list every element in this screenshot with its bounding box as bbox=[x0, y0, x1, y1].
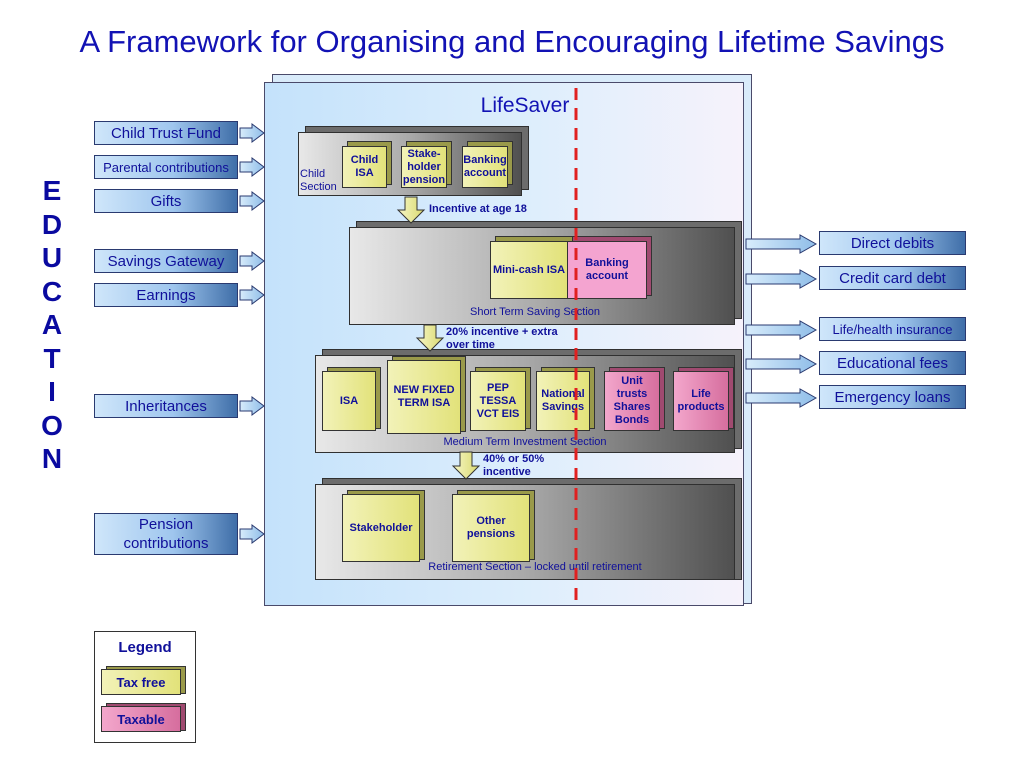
education-letter: A bbox=[41, 309, 63, 340]
arrow-right-icon bbox=[239, 123, 265, 143]
page-title: A Framework for Organising and Encouragi… bbox=[79, 24, 945, 59]
input-parental-contributions: Parental contributions bbox=[94, 155, 238, 179]
arrow-down-icon bbox=[415, 324, 445, 352]
output-emergency-loans: Emergency loans bbox=[819, 385, 966, 409]
product-other-pensions: Other pensions bbox=[452, 494, 530, 562]
output-direct-debits: Direct debits bbox=[819, 231, 966, 255]
product-stakeholder-pension: Stake-holder pension bbox=[401, 146, 447, 188]
input-child-trust-fund: Child Trust Fund bbox=[94, 121, 238, 145]
arrow-right-icon bbox=[239, 191, 265, 211]
product-isa: ISA bbox=[322, 371, 376, 431]
child-section-label: Child Section bbox=[300, 168, 337, 193]
product-banking-account-taxable: Banking account bbox=[567, 241, 647, 299]
medium-term-section-label: Medium Term Investment Section bbox=[443, 436, 607, 448]
arrow-right-icon bbox=[745, 320, 818, 340]
education-label: E D U C A T I O N bbox=[32, 174, 72, 476]
education-letter: T bbox=[43, 342, 61, 374]
arrow-right-icon bbox=[239, 396, 265, 416]
incentive-20-percent: 20% incentive + extra over time bbox=[446, 326, 558, 351]
education-letter: E bbox=[42, 175, 62, 206]
lifesaver-title: LifeSaver bbox=[480, 94, 570, 117]
education-letter: D bbox=[41, 208, 63, 240]
arrow-right-icon bbox=[745, 269, 818, 289]
input-savings-gateway: Savings Gateway bbox=[94, 249, 238, 273]
output-arrows bbox=[745, 234, 818, 408]
output-life-health-insurance: Life/health insurance bbox=[819, 317, 966, 341]
education-letter: U bbox=[41, 242, 63, 273]
product-child-isa: Child ISA bbox=[342, 146, 387, 188]
incentive-age-18: Incentive at age 18 bbox=[429, 203, 527, 215]
short-term-section-label: Short Term Saving Section bbox=[469, 306, 601, 318]
legend-title: Legend bbox=[118, 639, 172, 656]
product-pep-tessa-vct-eis: PEP TESSA VCT EIS bbox=[470, 371, 526, 431]
arrow-down-icon bbox=[451, 451, 481, 480]
output-credit-card-debt: Credit card debt bbox=[819, 266, 966, 290]
arrow-right-icon bbox=[745, 234, 818, 254]
arrow-right-icon bbox=[239, 251, 265, 271]
product-child-banking-account: Banking account bbox=[462, 146, 508, 188]
input-arrows bbox=[239, 123, 265, 544]
product-new-fixed-term-isa: NEW FIXED TERM ISA bbox=[387, 360, 461, 434]
arrow-right-icon bbox=[745, 354, 818, 374]
incentive-40-50-percent: 40% or 50% incentive bbox=[483, 453, 545, 478]
arrow-right-icon bbox=[239, 157, 265, 177]
education-letter: N bbox=[41, 443, 63, 474]
education-letter: O bbox=[41, 409, 63, 441]
input-pension-contributions: Pension contributions bbox=[94, 513, 238, 555]
product-mini-cash-isa: Mini-cash ISA bbox=[490, 241, 568, 299]
product-unit-trusts-shares-bonds: Unit trusts Shares Bonds bbox=[604, 371, 660, 431]
product-life-products: Life products bbox=[673, 371, 729, 431]
input-gifts: Gifts bbox=[94, 189, 238, 213]
progression-arrows bbox=[396, 196, 481, 480]
legend-taxable: Taxable bbox=[101, 706, 181, 732]
education-letter: C bbox=[41, 275, 63, 307]
arrow-right-icon bbox=[239, 524, 265, 544]
input-earnings: Earnings bbox=[94, 283, 238, 307]
output-educational-fees: Educational fees bbox=[819, 351, 966, 375]
input-inheritances: Inheritances bbox=[94, 394, 238, 418]
product-stakeholder: Stakeholder bbox=[342, 494, 420, 562]
education-letter: I bbox=[48, 376, 56, 407]
arrow-right-icon bbox=[239, 285, 265, 305]
product-national-savings: National Savings bbox=[536, 371, 590, 431]
arrow-down-icon bbox=[396, 196, 426, 224]
retirement-section-label: Retirement Section – locked until retire… bbox=[428, 561, 642, 573]
legend-tax-free: Tax free bbox=[101, 669, 181, 695]
arrow-right-icon bbox=[745, 388, 818, 408]
